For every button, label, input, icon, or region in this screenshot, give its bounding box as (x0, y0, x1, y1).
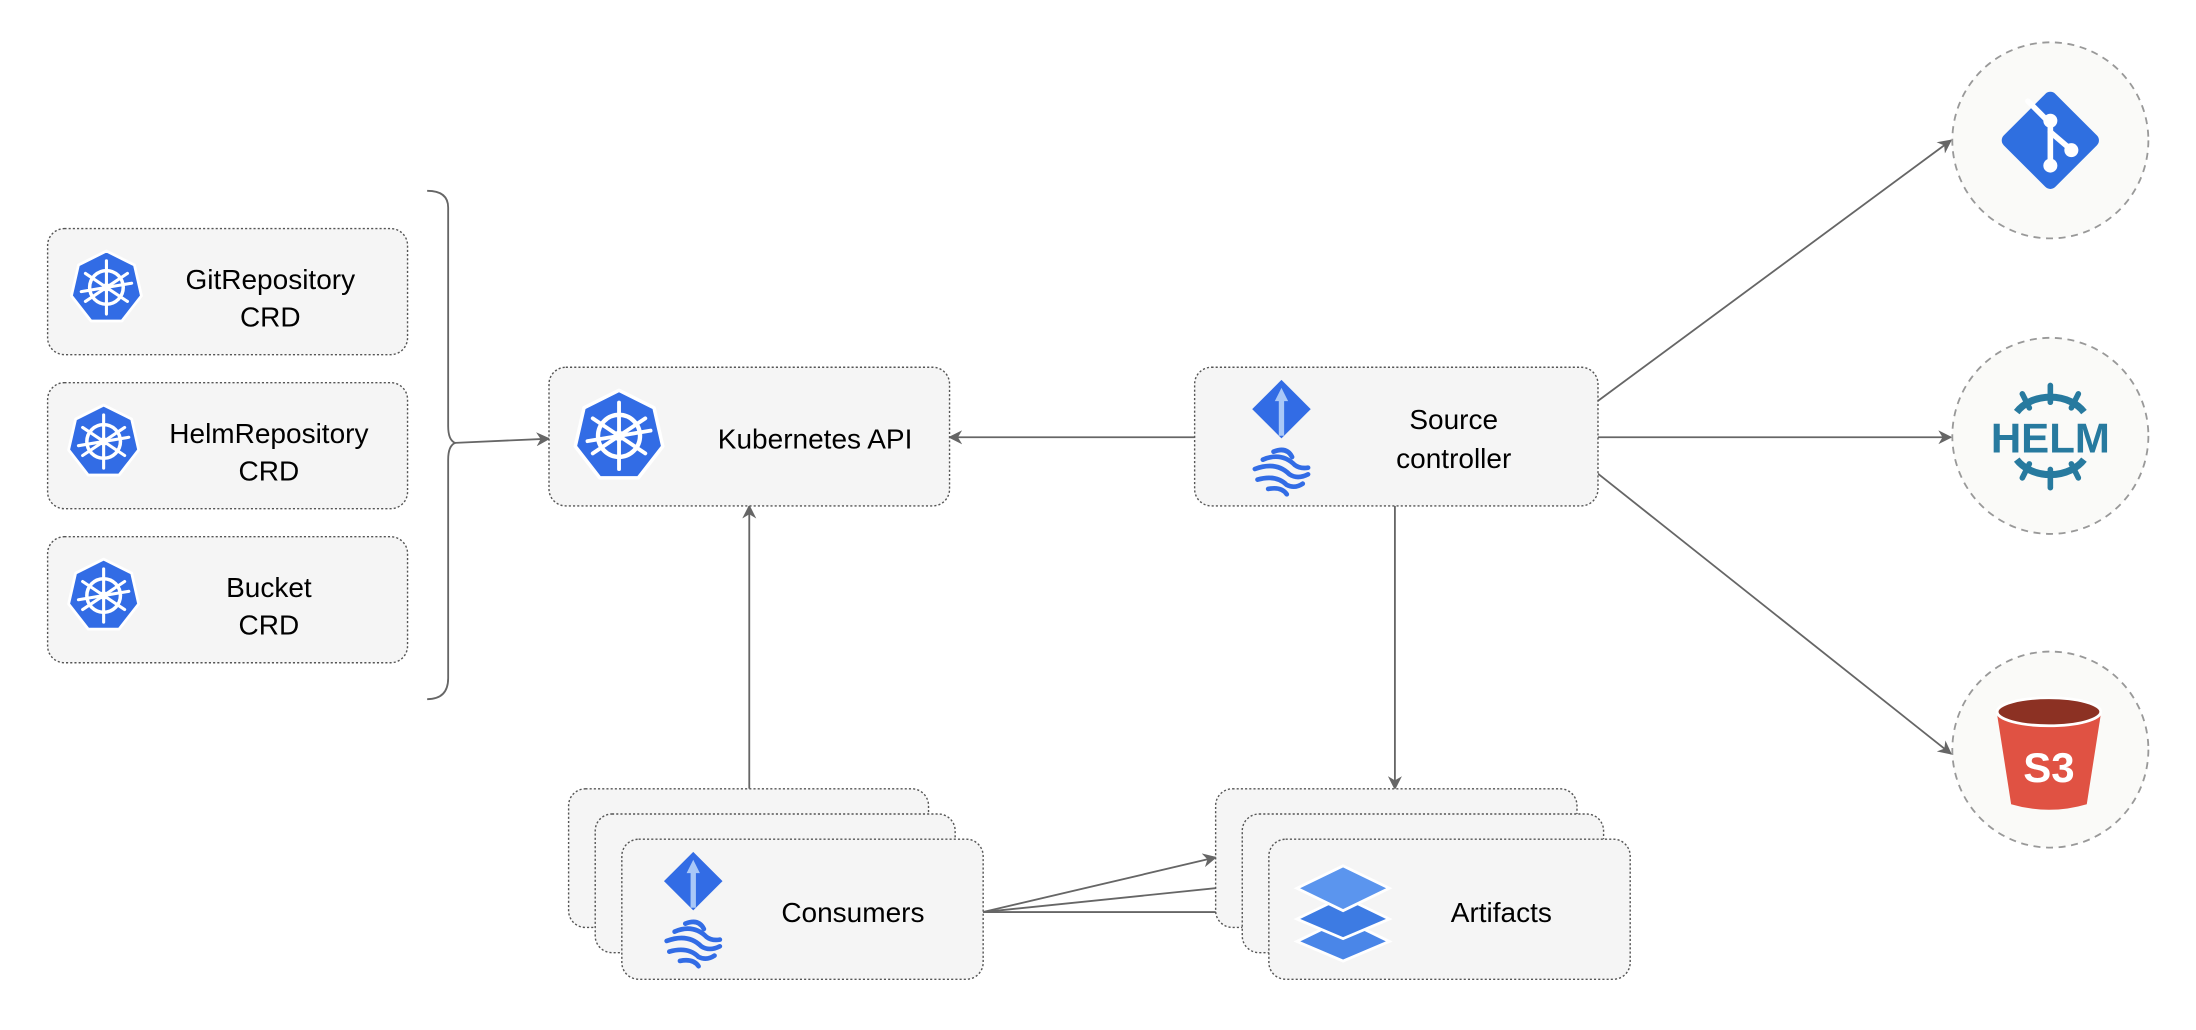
edge-consumers-to-artifacts (982, 853, 1218, 913)
node-label: Source (1409, 404, 1498, 435)
node-label: CRD (239, 610, 300, 641)
node-label: CRD (239, 456, 300, 487)
helm-repository-crd[interactable]: HelmRepository CRD (46, 381, 409, 510)
kubernetes-api[interactable]: Kubernetes API (548, 366, 951, 507)
node-label: Kubernetes API (718, 423, 913, 454)
bucket-crd[interactable]: Bucket CRD (46, 536, 409, 664)
edge-consumers-to-artifacts (983, 879, 1244, 913)
node-label: GitRepository (185, 264, 355, 295)
layers-icon (1293, 864, 1393, 963)
edge-crds-to-api (455, 432, 551, 447)
node-label: controller (1396, 443, 1511, 474)
git-repository-crd[interactable]: GitRepository CRD (46, 227, 409, 356)
helm-icon: HELM (1991, 382, 2110, 491)
edge-source-to-s3 (1597, 472, 1953, 755)
helm-logo-text: HELM (1991, 415, 2110, 462)
node-label: Artifacts (1451, 897, 1552, 928)
s3-source[interactable]: S3 (1951, 650, 2150, 849)
edge-source-to-git (1597, 139, 1953, 402)
git-icon (2001, 91, 2099, 189)
s3-bucket-icon: S3 (1995, 696, 2103, 810)
consumers[interactable]: Consumers (567, 788, 984, 980)
s3-logo-text: S3 (2023, 744, 2074, 791)
artifacts[interactable]: Artifacts (1214, 788, 1631, 980)
git-source[interactable] (1951, 41, 2150, 240)
edges (427, 139, 1953, 791)
node-label: CRD (240, 302, 301, 333)
helm-source[interactable]: HELM (1951, 336, 2150, 535)
node-label: HelmRepository (169, 418, 368, 449)
node-label: Consumers (781, 897, 924, 928)
source-controller[interactable]: Source controller (1193, 366, 1599, 507)
crd-bracket (427, 189, 458, 701)
node-label: Bucket (226, 572, 312, 603)
